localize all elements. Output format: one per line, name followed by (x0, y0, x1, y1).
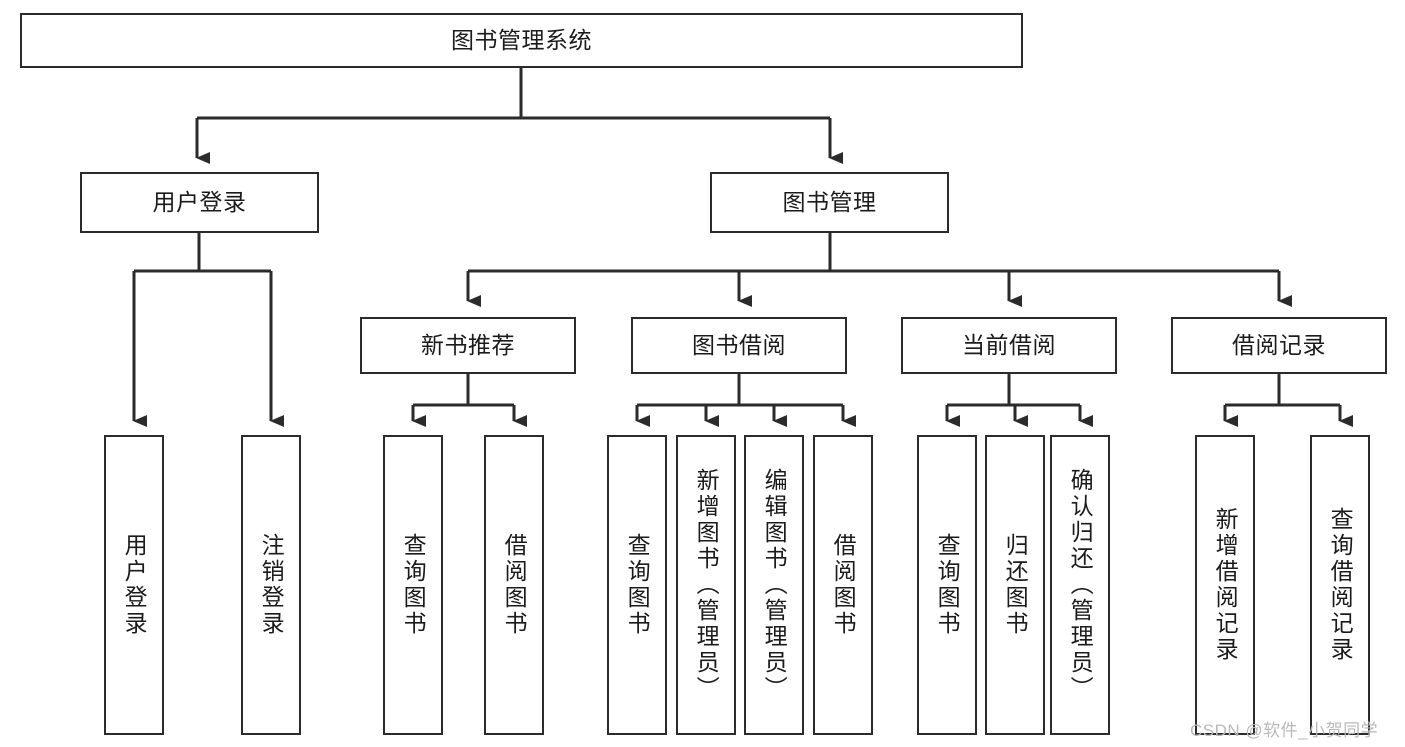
leaf-add-record[interactable]: 新增借阅记录 (1195, 435, 1255, 735)
leaf-user-login[interactable]: 用户登录 (104, 435, 164, 735)
leaf-query-book-2[interactable]: 查询图书 (607, 435, 667, 735)
leaf-query-record-label: 查询借阅记录 (1327, 507, 1354, 663)
leaf-query-book-2-label: 查询图书 (624, 533, 651, 637)
node-borrow-record-label: 借阅记录 (1232, 331, 1326, 358)
leaf-query-book-1-label: 查询图书 (400, 533, 427, 637)
leaf-borrow-book-2[interactable]: 借阅图书 (813, 435, 873, 735)
csdn-watermark: CSDN @软件_小贺同学 (1190, 721, 1379, 740)
leaf-query-book-3-label: 查询图书 (934, 533, 961, 637)
leaf-edit-book-label: 编辑图书（管理员） (761, 468, 788, 702)
leaf-confirm-return-label: 确认归还（管理员） (1067, 468, 1094, 702)
node-new-book-recommend[interactable]: 新书推荐 (360, 317, 576, 374)
node-current-borrow[interactable]: 当前借阅 (901, 317, 1117, 374)
leaf-confirm-return[interactable]: 确认归还（管理员） (1050, 435, 1110, 735)
leaf-query-book-1[interactable]: 查询图书 (383, 435, 443, 735)
leaf-query-record[interactable]: 查询借阅记录 (1310, 435, 1370, 735)
node-user-login-label: 用户登录 (152, 188, 247, 215)
node-book-manage[interactable]: 图书管理 (710, 172, 949, 233)
leaf-return-book[interactable]: 归还图书 (985, 435, 1045, 735)
leaf-query-book-3[interactable]: 查询图书 (917, 435, 977, 735)
leaf-edit-book[interactable]: 编辑图书（管理员） (744, 435, 804, 735)
node-borrow-record[interactable]: 借阅记录 (1171, 317, 1387, 374)
leaf-add-record-label: 新增借阅记录 (1212, 507, 1239, 663)
leaf-return-book-label: 归还图书 (1002, 533, 1029, 637)
node-book-manage-label: 图书管理 (782, 188, 877, 215)
node-root-system[interactable]: 图书管理系统 (20, 13, 1023, 68)
node-book-borrow-label: 图书借阅 (692, 331, 786, 358)
node-new-book-recommend-label: 新书推荐 (421, 331, 515, 358)
leaf-add-book[interactable]: 新增图书（管理员） (676, 435, 736, 735)
leaf-logout-login[interactable]: 注销登录 (241, 435, 301, 735)
leaf-borrow-book-2-label: 借阅图书 (830, 533, 857, 637)
node-root-system-label: 图书管理系统 (451, 26, 592, 53)
node-user-login[interactable]: 用户登录 (80, 172, 319, 233)
node-current-borrow-label: 当前借阅 (962, 331, 1056, 358)
leaf-user-login-label: 用户登录 (121, 533, 148, 637)
leaf-borrow-book-1[interactable]: 借阅图书 (484, 435, 544, 735)
node-book-borrow[interactable]: 图书借阅 (631, 317, 847, 374)
leaf-logout-login-label: 注销登录 (258, 533, 285, 637)
leaf-borrow-book-1-label: 借阅图书 (501, 533, 528, 637)
leaf-add-book-label: 新增图书（管理员） (693, 468, 720, 702)
